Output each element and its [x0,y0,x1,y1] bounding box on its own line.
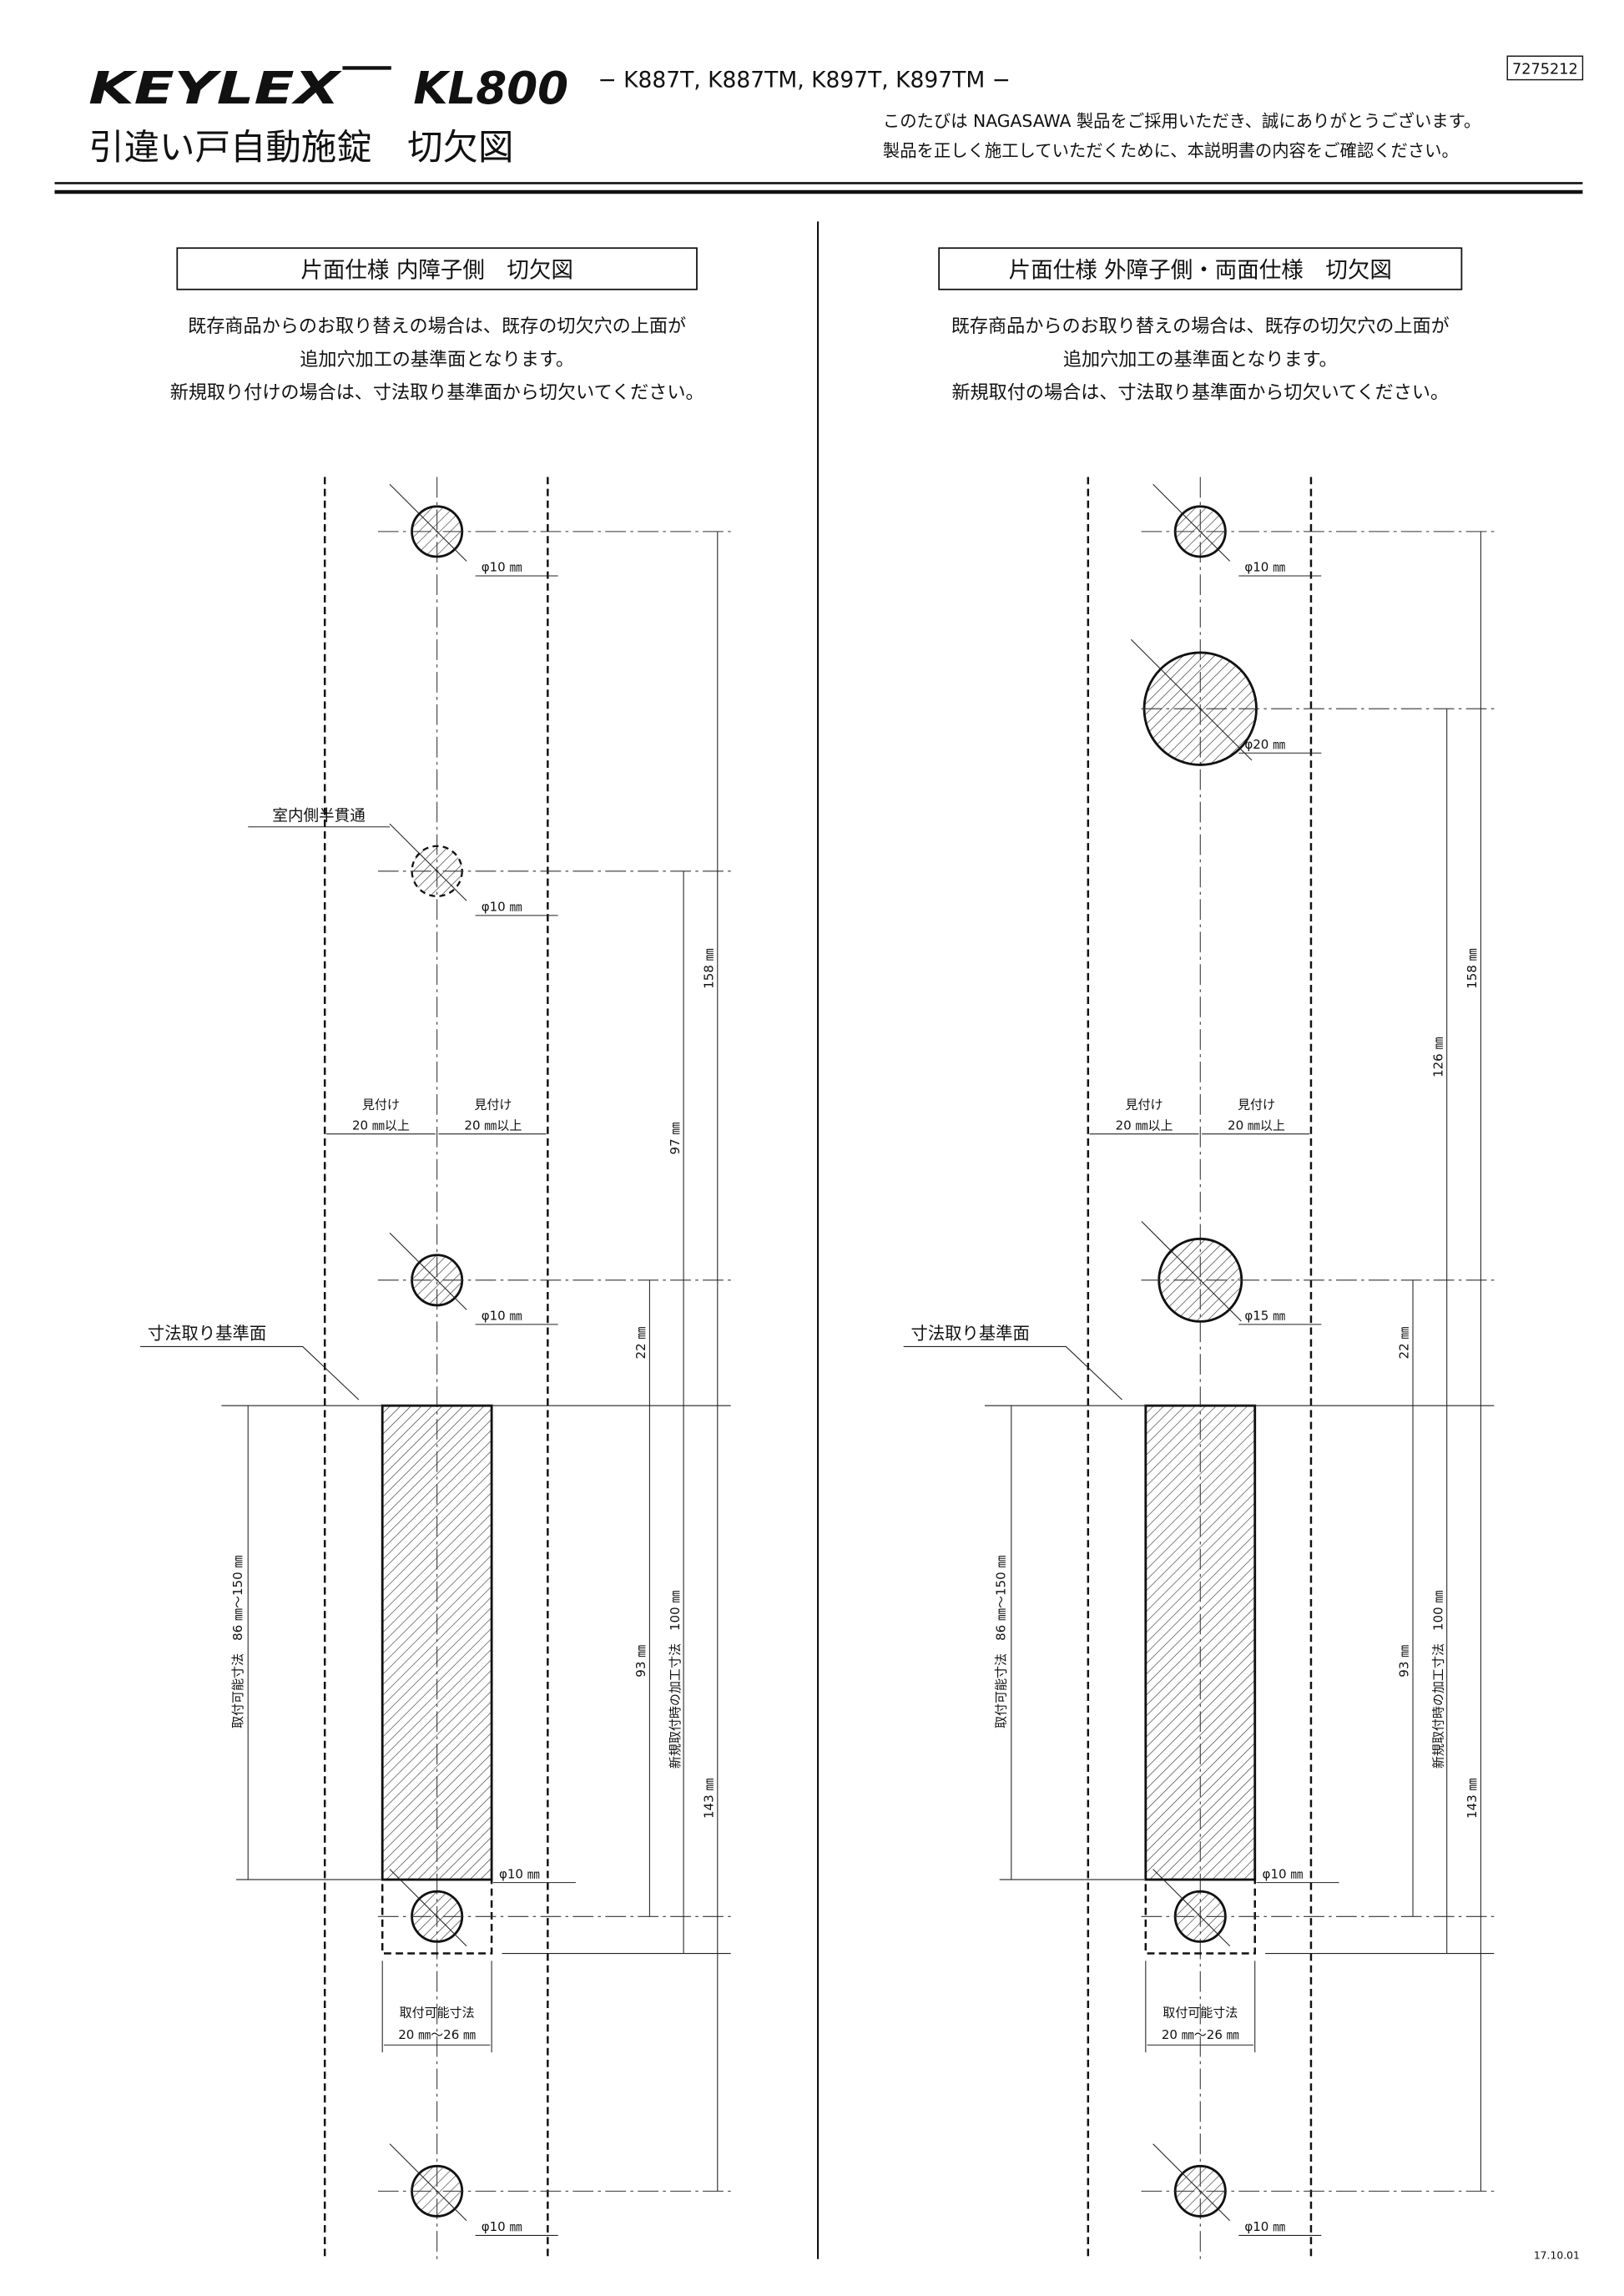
dimension-label: 新規取付時の加工寸法 100 ㎜ [1430,1591,1445,1769]
dimension-label: 143 ㎜ [1465,1779,1480,1819]
mitsuke-min-label: 20 ㎜以上 [1116,1118,1173,1133]
model-name: KL800 [413,63,568,114]
hole-diameter-label: φ10 ㎜ [499,1866,540,1881]
diameter-leader [389,1232,467,1310]
diameter-leader [389,1869,467,1947]
reference-leader [140,1345,360,1400]
panel-note: 既存商品からのお取り替えの場合は、既存の切欠穴の上面が [951,315,1450,337]
panel-note: 新規取付の場合は、寸法取り基準面から切欠いてください。 [951,382,1449,404]
width-range: 20 ㎜〜26 ㎜ [1162,2027,1239,2042]
dimension-label: 158 ㎜ [1465,948,1480,988]
panel-title-box [938,247,1463,290]
diameter-leader [1130,638,1253,761]
hole-diameter-label: φ10 ㎜ [1263,1866,1304,1881]
hole-diameter-label: φ15 ㎜ [1244,1309,1285,1324]
diameter-leader [389,2143,467,2222]
dimension-label: 143 ㎜ [701,1779,716,1819]
panel-note: 既存商品からのお取り替えの場合は、既存の切欠穴の上面が [188,315,686,337]
hole-diameter-label: φ20 ㎜ [1244,737,1285,752]
model-list: − K887T, K887TM, K897T, K897TM − [598,67,1010,93]
dimension-label: 93 ㎜ [633,1645,648,1678]
hole-diameter-label: φ10 ㎜ [482,560,522,575]
panel-title: 片面仕様 内障子側 切欠図 [300,258,573,284]
panel-note: 追加穴加工の基準面となります。 [1063,349,1338,371]
document-title: 引違い戸自動施錠 切欠図 [88,128,513,169]
panel-title-box [176,247,698,290]
brand-logo: KEYLEX [88,63,343,114]
half-through-label: 室内側半貫通 [272,808,365,825]
doc-number: 7275212 [1512,61,1578,78]
mitsuke-min-label: 20 ㎜以上 [352,1118,410,1133]
hole-diameter-label: φ10 ㎜ [482,2219,522,2234]
width-range: 20 ㎜〜26 ㎜ [398,2027,476,2042]
latch-pocket-cutout [1144,1404,1257,1881]
mitsuke-label: 見付け [1238,1098,1275,1113]
panel-note: 追加穴加工の基準面となります。 [300,349,574,371]
range-label: 取付可能寸法 86 ㎜〜150 ㎜ [994,1556,1009,1728]
width-label: 取付可能寸法 [1163,2006,1238,2021]
hole-diameter-label: φ10 ㎜ [1244,2219,1285,2234]
diameter-leader [1152,2143,1231,2222]
panel-2: 片面仕様 外障子側・両面仕様 切欠図既存商品からのお取り替えの場合は、既存の切欠… [903,247,1495,2259]
dimension-label: 97 ㎜ [668,1123,683,1155]
panel-note: 新規取り付けの場合は、寸法取り基準面から切欠いてください。 [170,382,704,404]
mitsuke-label: 見付け [362,1098,400,1113]
panel-title: 片面仕様 外障子側・両面仕様 切欠図 [1009,258,1392,284]
mitsuke-label: 見付け [1126,1098,1163,1113]
latch-pocket-cutout [381,1404,493,1881]
reference-leader [903,1345,1122,1400]
footer-date: 17.10.01 [1534,2250,1580,2262]
reference-plane-label: 寸法取り基準面 [148,1324,266,1344]
diameter-leader [389,823,467,901]
hole-diameter-label: φ10 ㎜ [482,900,522,915]
hole-diameter-label: φ10 ㎜ [482,1309,522,1324]
panel-1: 片面仕様 内障子側 切欠図既存商品からのお取り替えの場合は、既存の切欠穴の上面が… [140,247,731,2259]
hole-diameter-label: φ10 ㎜ [1244,560,1285,575]
reference-plane-label: 寸法取り基準面 [911,1324,1030,1344]
mitsuke-min-label: 20 ㎜以上 [1228,1118,1285,1133]
diameter-leader [389,483,467,562]
intro-line-2: 製品を正しく施工していただくために、本説明書の内容をご確認ください。 [883,141,1459,161]
diameter-leader [1141,1221,1242,1322]
dimension-label: 22 ㎜ [633,1327,648,1360]
dimension-label: 22 ㎜ [1397,1327,1412,1360]
dimension-label: 158 ㎜ [701,948,716,988]
intro-line-1: このたびは NAGASAWA 製品をご採用いただき、誠にありがとうございます。 [883,111,1480,131]
mitsuke-label: 見付け [474,1098,512,1113]
mitsuke-min-label: 20 ㎜以上 [464,1118,522,1133]
diameter-leader [1152,483,1231,562]
diameter-leader [1152,1869,1231,1947]
range-label: 取付可能寸法 86 ㎜〜150 ㎜ [230,1556,245,1728]
header: KEYLEX KL800 − K887T, K887TM, K897T, K89… [54,55,1584,194]
dimension-label: 126 ㎜ [1430,1037,1445,1077]
dimension-label: 93 ㎜ [1397,1645,1412,1678]
doc-number-box [1506,55,1584,81]
dimension-label: 新規取付時の加工寸法 100 ㎜ [668,1591,683,1769]
width-label: 取付可能寸法 [400,2006,475,2021]
